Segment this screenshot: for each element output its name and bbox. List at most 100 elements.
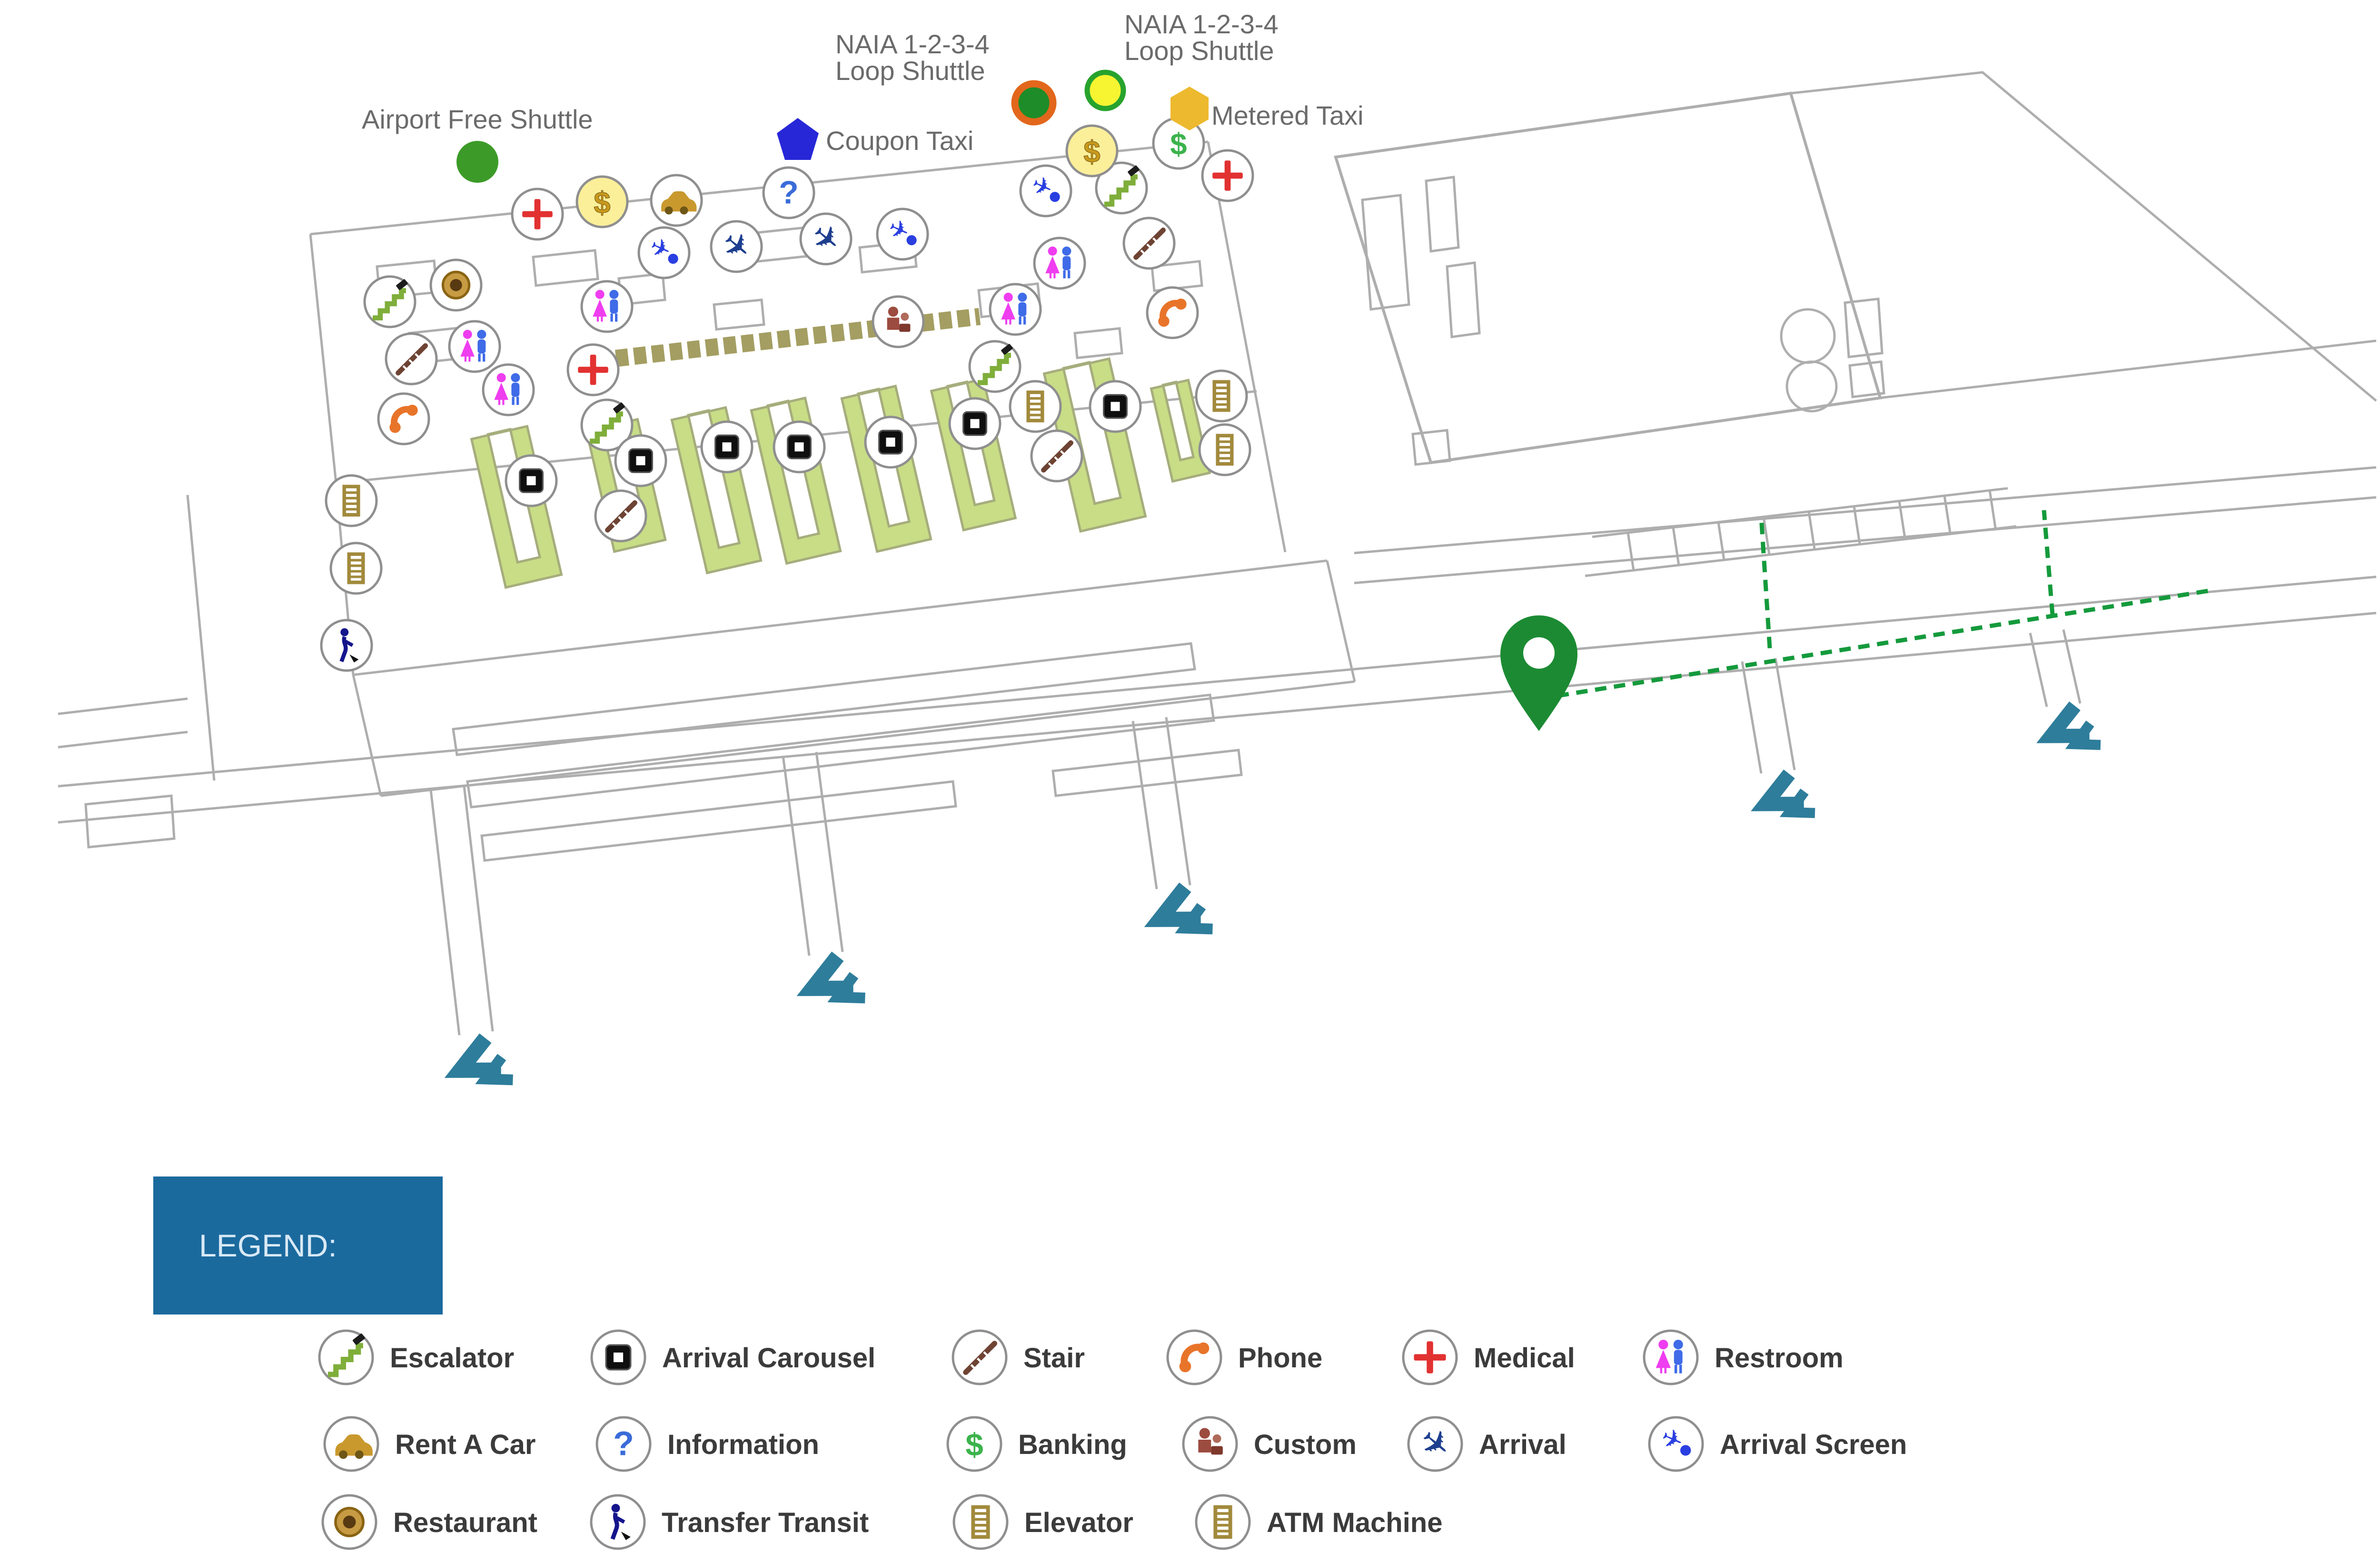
arrival-icon[interactable] xyxy=(799,212,853,266)
carousel-icon[interactable] xyxy=(614,434,667,487)
stair-icon[interactable] xyxy=(594,489,647,543)
elevator-icon-circle xyxy=(1198,423,1251,476)
atm-icon xyxy=(1195,1494,1251,1550)
restaurant-icon[interactable] xyxy=(429,258,483,312)
arrival-screen-icon[interactable] xyxy=(1019,164,1072,217)
carousel-glyph xyxy=(962,411,987,436)
phone-legend-label: Phone xyxy=(1238,1343,1322,1374)
stair-icon xyxy=(952,1329,1008,1385)
restroom-icon[interactable] xyxy=(482,363,535,416)
stair-icon[interactable] xyxy=(385,332,438,386)
medical-icon[interactable] xyxy=(511,188,564,241)
phone-icon-circle xyxy=(377,392,430,445)
naia-loop-shuttle-label-1-line2: Loop Shuttle xyxy=(835,56,985,86)
restroom-icon[interactable] xyxy=(580,280,634,333)
custom-icon xyxy=(1182,1416,1238,1472)
stair-icon[interactable] xyxy=(1122,217,1176,270)
jetbridge-markers xyxy=(452,703,2101,1099)
naia-loop-shuttle-label-2-line1: NAIA 1-2-3-4 xyxy=(1124,9,1279,39)
information-glyph xyxy=(779,175,799,211)
elevator-icon[interactable] xyxy=(329,542,383,595)
carousel-glyph xyxy=(519,468,544,493)
medical-icon[interactable] xyxy=(1201,149,1254,202)
elevator-icon[interactable] xyxy=(1198,423,1251,476)
escalator-legend-label: Escalator xyxy=(390,1343,514,1374)
escalator-icon xyxy=(318,1329,374,1385)
transfer-icon[interactable] xyxy=(320,619,373,672)
transport-markers xyxy=(456,69,1209,183)
banking-yellow-glyph xyxy=(593,185,611,220)
transfer-icon xyxy=(590,1494,646,1550)
banking-glyph xyxy=(1170,127,1187,161)
carousel-legend-label: Arrival Carousel xyxy=(662,1343,875,1374)
elevator-icon[interactable] xyxy=(1195,369,1248,423)
information-icon[interactable] xyxy=(762,166,815,219)
elevator-icon[interactable] xyxy=(325,474,378,527)
rentacar-icon xyxy=(323,1416,379,1472)
loop-shuttle-yellow-stop-icon xyxy=(1084,69,1126,111)
custom-icon[interactable] xyxy=(872,295,925,348)
stair-legend-label: Stair xyxy=(1023,1343,1085,1374)
transfer-legend-label: Transfer Transit xyxy=(662,1507,869,1538)
carousel-icon[interactable] xyxy=(864,415,917,469)
restroom-icon[interactable] xyxy=(448,320,501,373)
restroom-icon-circle xyxy=(989,283,1042,336)
carousel-icon[interactable] xyxy=(700,420,754,474)
restroom-icon[interactable] xyxy=(1033,237,1086,290)
restaurant-glyph xyxy=(443,272,469,298)
phone-icon[interactable] xyxy=(1146,286,1199,339)
phone-icon[interactable] xyxy=(377,392,430,445)
elevator-icon-circle xyxy=(1195,369,1248,423)
arrival-screen-legend-label: Arrival Screen xyxy=(1720,1429,1907,1460)
restroom-icon[interactable] xyxy=(989,283,1042,336)
airport-free-shuttle-dot-icon xyxy=(456,141,498,183)
medical-icon xyxy=(1402,1329,1458,1385)
arrival-screen-icon[interactable] xyxy=(637,226,691,279)
arrival-icon xyxy=(1407,1416,1463,1472)
stair-icon[interactable] xyxy=(1030,429,1083,483)
medical-legend-label: Medical xyxy=(1474,1343,1575,1374)
arrival-legend-label: Arrival xyxy=(1479,1429,1567,1460)
restroom-icon-circle xyxy=(1643,1329,1699,1385)
phone-icon-circle xyxy=(1166,1329,1222,1385)
escalator-icon[interactable] xyxy=(580,398,634,452)
conveyor-belt-band xyxy=(615,308,981,367)
airport-free-shuttle-label: Airport Free Shuttle xyxy=(362,104,593,134)
phone-icon-circle xyxy=(1146,286,1199,339)
carousel-glyph xyxy=(878,430,903,455)
escalator-icon[interactable] xyxy=(1095,161,1148,215)
rentacar-icon[interactable] xyxy=(650,174,703,227)
jetbridge-icon xyxy=(1758,771,1815,831)
jetbridge-icon xyxy=(804,953,865,1017)
carousel-glyph xyxy=(605,1344,632,1371)
banking-yellow-icon[interactable] xyxy=(1065,124,1119,178)
restroom-icon xyxy=(1643,1329,1699,1385)
elevator-icon-circle xyxy=(952,1494,1009,1550)
restroom-icon-circle xyxy=(1033,237,1086,290)
legend-items: Escalator Arrival Carousel Stair Phone Medic… xyxy=(318,1329,1907,1550)
carousel-icon[interactable] xyxy=(1089,380,1142,433)
escalator-icon[interactable] xyxy=(363,275,416,328)
restaurant-legend-label: Restaurant xyxy=(393,1507,537,1538)
banking-yellow-icon[interactable] xyxy=(575,175,629,228)
custom-legend-label: Custom xyxy=(1254,1429,1357,1460)
location-pin[interactable] xyxy=(1500,615,1577,731)
elevator-icon[interactable] xyxy=(1009,380,1062,433)
arrival-screen-icon[interactable] xyxy=(876,208,929,261)
jetbridge-icon xyxy=(452,1035,513,1098)
coupon-taxi-label: Coupon Taxi xyxy=(826,126,973,156)
medical-icon[interactable] xyxy=(566,343,620,396)
carousel-icon[interactable] xyxy=(773,420,826,474)
atm-icon-circle xyxy=(1195,1494,1251,1550)
loop-shuttle-green-stop-icon xyxy=(1011,80,1057,126)
carousel-icon[interactable] xyxy=(505,454,558,507)
arrival-icon[interactable] xyxy=(710,220,763,273)
escalator-icon[interactable] xyxy=(968,340,1021,393)
jetbridge-icon xyxy=(2044,703,2101,763)
metered-taxi-label: Metered Taxi xyxy=(1211,100,1364,130)
carousel-icon[interactable] xyxy=(948,397,1002,450)
map-text-labels: Airport Free Shuttle NAIA 1-2-3-4 Loop S… xyxy=(362,9,1364,156)
